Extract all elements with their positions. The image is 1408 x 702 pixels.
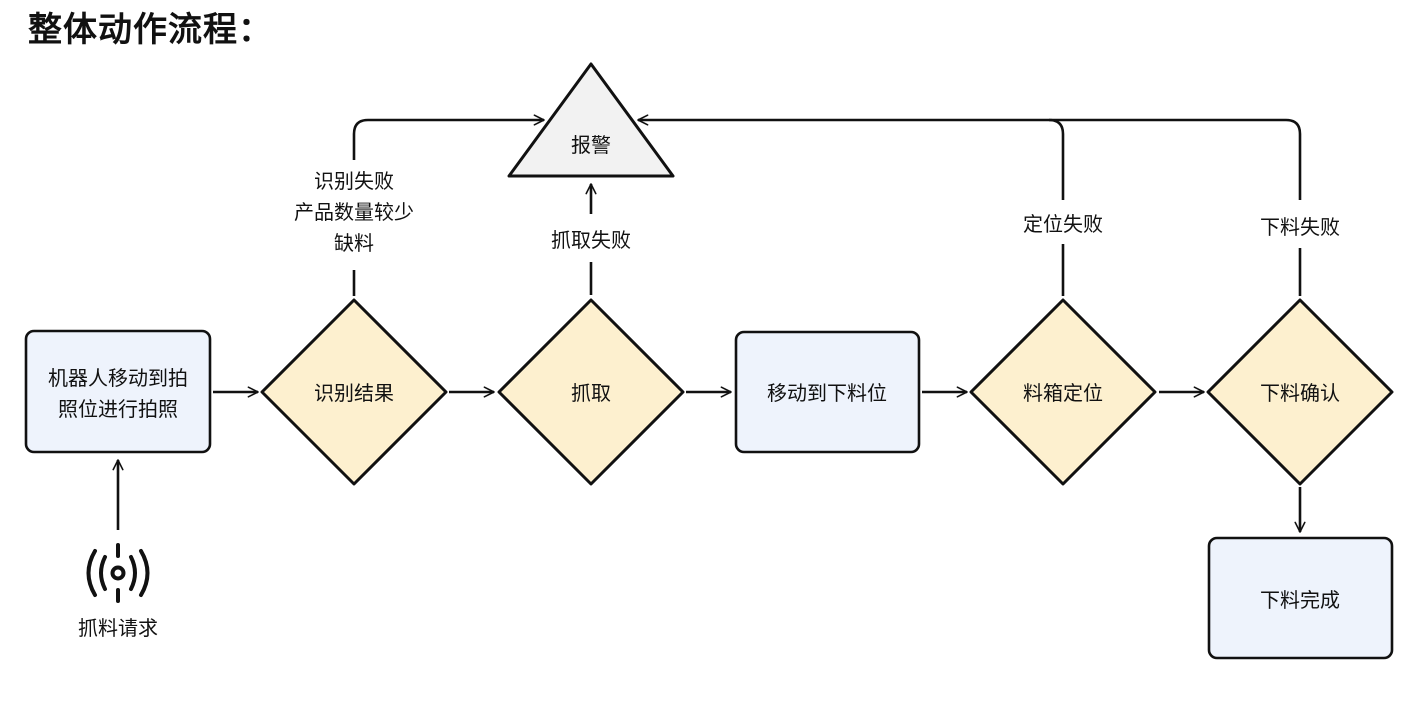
start-label-line2: 照位进行拍照: [58, 397, 178, 421]
grab-decision: 抓取: [497, 298, 685, 486]
request-label: 抓料请求: [78, 616, 158, 640]
alarm-label: 报警: [571, 133, 611, 157]
alarm-node: 报警: [507, 62, 675, 178]
locate-fail-label: 定位失败: [1023, 212, 1103, 236]
recognize-fail-label-line2: 产品数量较少: [294, 200, 414, 224]
grab-fail-label: 抓取失败: [551, 228, 631, 252]
move-drop-label: 移动到下料位: [767, 381, 887, 405]
drop-confirm-label: 下料确认: [1260, 381, 1340, 405]
page-title: 整体动作流程：: [28, 10, 273, 50]
grab-label: 抓取: [571, 381, 611, 405]
box-locate-label: 料箱定位: [1023, 381, 1103, 405]
done-label: 下料完成: [1260, 588, 1340, 612]
edge-locate-fail-branch: [1048, 118, 1065, 200]
recognize-decision: 识别结果: [260, 298, 448, 486]
done-node: 下料完成: [1207, 536, 1394, 660]
box-locate-decision: 料箱定位: [969, 298, 1157, 486]
start-label-line1: 机器人移动到拍: [48, 366, 188, 390]
recognize-label: 识别结果: [314, 381, 394, 405]
start-node: 机器人移动到拍 照位进行拍照: [24, 329, 212, 454]
edge-drop-fail-to-alarm: [637, 114, 1302, 200]
broadcast-signal-icon: [86, 543, 150, 603]
recognize-fail-label-line3: 缺料: [334, 231, 374, 255]
drop-fail-label: 下料失败: [1260, 215, 1340, 239]
recognize-fail-label-line1: 识别失败: [314, 169, 394, 193]
move-drop-node: 移动到下料位: [734, 330, 921, 454]
drop-confirm-decision: 下料确认: [1206, 298, 1394, 486]
edge-recognize-fail-to-alarm: [352, 120, 544, 160]
